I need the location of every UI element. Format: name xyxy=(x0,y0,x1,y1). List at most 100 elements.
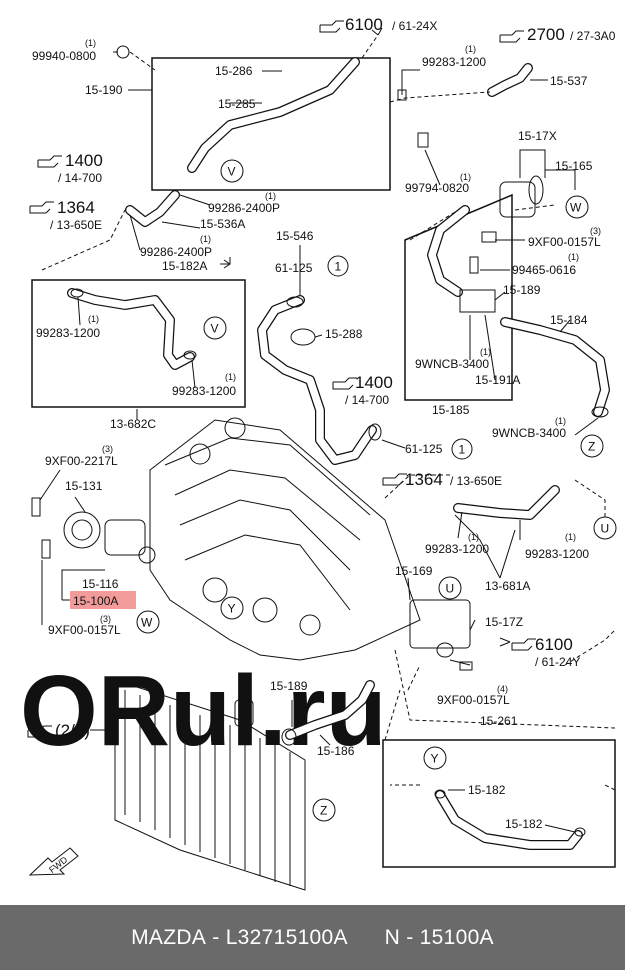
part-15-182A: 15-182A xyxy=(162,259,207,273)
part-15-100A: 15-100A xyxy=(73,594,118,608)
svg-text:U: U xyxy=(446,582,455,596)
qty-9XF00-2217: (3) xyxy=(102,444,113,454)
part-15-165: 15-165 xyxy=(555,159,593,173)
part-15-537: 15-537 xyxy=(550,74,588,88)
ref-2-2: (2/2) xyxy=(55,721,90,740)
svg-text:V: V xyxy=(211,322,219,336)
ref-circle-1-b: 1 xyxy=(451,438,473,460)
parts-diagram: ORul.ru xyxy=(20,15,617,891)
part-99283-1200-c: 99283-1200 xyxy=(172,384,236,398)
ref-circle-Y-engine: Y xyxy=(220,596,244,620)
part-61-125-b: 61-125 xyxy=(405,442,443,456)
hand-pointer-icon xyxy=(37,155,62,168)
hand-pointer-icon xyxy=(382,473,407,486)
ref-circle-U-mid: U xyxy=(438,576,462,600)
qty-9XF00-c: (4) xyxy=(497,684,508,694)
part-13-681A: 13-681A xyxy=(485,579,530,593)
part-9WNCB-3400-b: 9WNCB-3400 xyxy=(492,426,566,440)
hand-pointer-icon xyxy=(511,638,536,651)
qty-9XF00-b: (3) xyxy=(100,614,111,624)
ref-circle-Y-box: Y xyxy=(423,746,447,770)
fwd-arrow xyxy=(28,847,79,876)
part-61-125-a: 61-125 xyxy=(275,261,313,275)
footer-separator: - xyxy=(206,925,226,949)
footer-part-number: L32715100A xyxy=(225,925,348,949)
svg-text:W: W xyxy=(570,201,582,215)
part-15-288: 15-288 xyxy=(325,327,363,341)
part-99283-1200-b: 99283-1200 xyxy=(36,326,100,340)
part-15-116: 15-116 xyxy=(82,577,119,591)
svg-text:W: W xyxy=(141,616,153,630)
qty-99794: (1) xyxy=(460,172,471,182)
part-99283-1200-a: 99283-1200 xyxy=(422,55,486,69)
svg-text:Y: Y xyxy=(431,752,439,766)
ref-6100-b-sub: / 61-24Y xyxy=(535,655,580,669)
ref-circle-V-box: V xyxy=(203,316,227,340)
qty-99283-c: (1) xyxy=(225,372,236,382)
part-9XF00-2217L: 9XF00-2217L xyxy=(45,454,118,468)
part-15-536A: 15-536A xyxy=(200,217,245,231)
hand-pointer-icon xyxy=(332,377,357,390)
part-highlight-15-100A xyxy=(70,591,136,609)
part-15-186: 15-186 xyxy=(317,744,355,758)
part-15-286: 15-286 xyxy=(215,64,253,78)
svg-text:V: V xyxy=(228,165,236,179)
part-99286-2400P-b: 99286-2400P xyxy=(140,245,212,259)
qty-99465: (1) xyxy=(568,252,579,262)
part-99465-0616: 99465-0616 xyxy=(512,263,576,277)
qty-99283-d: (1) xyxy=(468,532,479,542)
ref-circle-W-bottom: W xyxy=(136,610,160,634)
box-15-190 xyxy=(151,57,391,191)
part-99283-1200-d: 99283-1200 xyxy=(425,542,489,556)
watermark: ORul.ru xyxy=(20,655,387,767)
part-99794-0820: 99794-0820 xyxy=(405,181,469,195)
part-15-182-b: 15-182 xyxy=(505,817,543,831)
part-15-189-a: 15-189 xyxy=(503,283,541,297)
fwd-label: FWD xyxy=(47,854,70,875)
ref-circle-W-top: W xyxy=(565,195,589,219)
qty-9WNCB-a: (1) xyxy=(480,347,491,357)
part-15-131: 15-131 xyxy=(65,479,103,493)
svg-text:Z: Z xyxy=(320,804,327,818)
ref-circle-1-a: 1 xyxy=(327,255,349,277)
part-15-190: 15-190 xyxy=(85,83,123,97)
ref-1400-a: 1400 xyxy=(65,151,103,170)
part-15-17Z: 15-17Z xyxy=(485,615,523,629)
qty-99283-a: (1) xyxy=(465,44,476,54)
ref-1364-a: 1364 xyxy=(57,198,95,217)
ref-1400-b: 1400 xyxy=(355,373,393,392)
part-15-261: 15-261 xyxy=(480,714,518,728)
part-15-184: 15-184 xyxy=(550,313,588,327)
part-9XF00-0157L-c: 9XF00-0157L xyxy=(437,693,510,707)
part-15-185: 15-185 xyxy=(432,403,470,417)
part-15-191A: 15-191A xyxy=(475,373,520,387)
ref-6100-b: 6100 xyxy=(535,635,573,654)
svg-text:U: U xyxy=(601,522,610,536)
ref-1400-a-sub: / 14-700 xyxy=(58,171,102,185)
box-13-682C xyxy=(31,279,246,408)
qty-99286-b: (1) xyxy=(200,234,211,244)
part-15-189-b: 15-189 xyxy=(270,679,308,693)
box-15-261 xyxy=(382,739,616,868)
part-9XF00-0157L-a: 9XF00-0157L xyxy=(528,235,601,249)
part-13-682C: 13-682C xyxy=(110,417,156,431)
ref-2700: 2700 xyxy=(527,25,565,44)
qty-99283-e: (1) xyxy=(565,532,576,542)
part-15-169: 15-169 xyxy=(395,564,433,578)
part-15-285: 15-285 xyxy=(218,97,256,111)
box-15-185 xyxy=(404,193,513,401)
qty-99286-a: (1) xyxy=(265,191,276,201)
qty-99283-b: (1) xyxy=(88,314,99,324)
ref-1364-b-sub: / 13-650E xyxy=(450,474,502,488)
footer-brand: MAZDA xyxy=(131,925,207,949)
hand-pointer-icon xyxy=(319,20,344,33)
part-99940-0800: 99940-0800 xyxy=(32,49,96,63)
ref-6100: 6100 xyxy=(345,15,383,34)
ref-6100-sub: / 61-24X xyxy=(392,19,437,33)
ref-1364-a-sub: / 13-650E xyxy=(50,218,102,232)
part-99286-2400P-a: 99286-2400P xyxy=(208,201,280,215)
part-15-17X: 15-17X xyxy=(518,129,557,143)
part-9WNCB-3400-a: 9WNCB-3400 xyxy=(415,357,489,371)
hand-pointer-icon xyxy=(499,30,524,43)
svg-text:Y: Y xyxy=(228,602,236,616)
